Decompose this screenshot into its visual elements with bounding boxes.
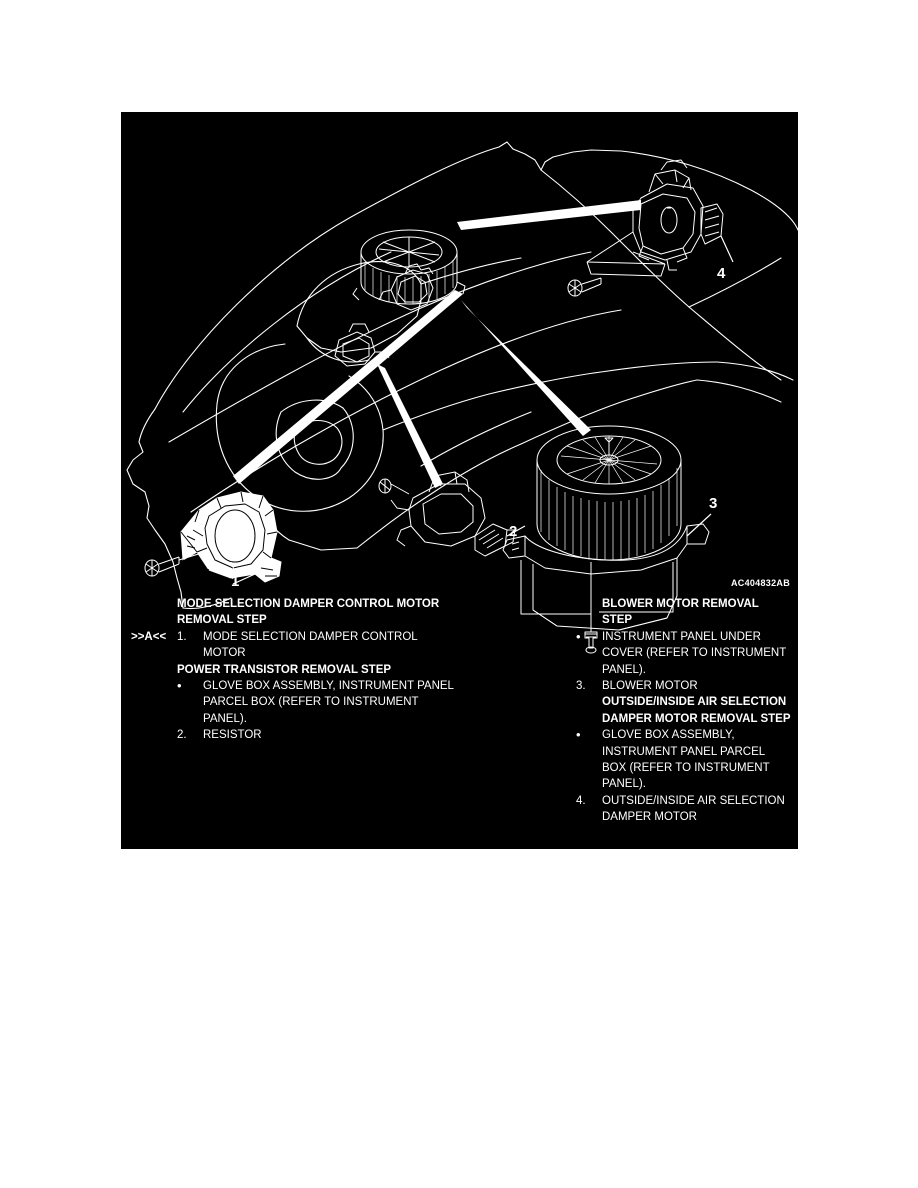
left-item-1: >>A<< 1. MODE SELECTION DAMPER CONTROL M… (131, 629, 461, 662)
right-item-3: • GLOVE BOX ASSEMBLY, INSTRUMENT PANEL P… (576, 727, 791, 793)
right-section-1-heading-row: BLOWER MOTOR REMOVAL STEP (576, 596, 791, 629)
left-item-2: • GLOVE BOX ASSEMBLY, INSTRUMENT PANEL P… (131, 678, 461, 727)
right-item-4-number: 4. (576, 794, 586, 807)
part-3-blower-motor (502, 425, 710, 654)
right-item-2: 3. BLOWER MOTOR (576, 678, 791, 694)
bullet-icon: • (576, 727, 581, 743)
left-item-1-number: 1. (177, 630, 187, 643)
left-section-heading-row: MODE SELECTION DAMPER CONTROL MOTOR REMO… (131, 596, 461, 629)
left-text-column: MODE SELECTION DAMPER CONTROL MOTOR REMO… (131, 596, 461, 744)
left-item-3-text: RESISTOR (203, 729, 262, 742)
left-item-3-number: 2. (177, 729, 187, 742)
callout-number-1: 1 (231, 573, 240, 590)
figure-part-code: AC404832AB (730, 578, 790, 588)
right-item-2-number: 3. (576, 680, 586, 693)
part-3-screw (584, 631, 598, 654)
figure-panel: 1 2 3 4 AC404832AB MODE SELECTION DAMPER… (121, 112, 798, 849)
instrument-panel-outline (126, 141, 798, 610)
callout-number-2: 2 (509, 523, 518, 540)
part-1-mode-selection-damper-control-motor (144, 491, 282, 583)
left-item-3: 2. RESISTOR (131, 727, 461, 743)
right-item-1: • INSTRUMENT PANEL UNDER COVER (REFER TO… (576, 629, 791, 678)
left-item-1-text: MODE SELECTION DAMPER CONTROL MOTOR (203, 630, 418, 660)
left-section-2-heading-row: POWER TRANSISTOR REMOVAL STEP (131, 662, 461, 678)
right-item-1-text: INSTRUMENT PANEL UNDER COVER (REFER TO I… (602, 630, 787, 676)
diagram-background (121, 112, 798, 849)
right-item-3-text: GLOVE BOX ASSEMBLY, INSTRUMENT PANEL PAR… (602, 729, 770, 791)
right-section-2-heading: OUTSIDE/INSIDE AIR SELECTION DAMPER MOTO… (602, 696, 791, 725)
bullet-icon: • (177, 678, 182, 694)
callout-number-pointers (232, 235, 734, 585)
part-4-screw (567, 277, 602, 297)
part-1-screw (144, 551, 206, 577)
installed-power-transistor (334, 323, 390, 367)
left-item-2-text: GLOVE BOX ASSEMBLY, INSTRUMENT PANEL PAR… (203, 680, 454, 725)
right-text-column: BLOWER MOTOR REMOVAL STEP • INSTRUMENT P… (576, 596, 791, 826)
part-4-outside-inside-air-selection-damper-motor (567, 159, 724, 297)
right-item-4: 4. OUTSIDE/INSIDE AIR SELECTION DAMPER M… (576, 793, 791, 826)
callout-number-4: 4 (717, 265, 726, 282)
right-item-4-text: OUTSIDE/INSIDE AIR SELECTION DAMPER MOTO… (602, 794, 785, 824)
right-section-2-heading-row: OUTSIDE/INSIDE AIR SELECTION DAMPER MOTO… (576, 694, 791, 727)
installed-blower-motor (352, 229, 466, 305)
left-section-1-heading: MODE SELECTION DAMPER CONTROL MOTOR REMO… (177, 598, 440, 627)
left-section-2-heading: POWER TRANSISTOR REMOVAL STEP (177, 663, 392, 676)
exploded-view-diagram (121, 112, 798, 849)
bullet-icon: • (576, 628, 581, 644)
installed-mode-selection-damper-motor (378, 263, 434, 311)
right-item-2-text: BLOWER MOTOR (602, 680, 698, 693)
reference-marker-a: >>A<< (131, 630, 167, 643)
callout-number-3: 3 (709, 495, 718, 512)
part-2-screw (378, 478, 410, 495)
right-section-1-heading: BLOWER MOTOR REMOVAL STEP (602, 598, 759, 627)
callout-leader-lines (233, 200, 641, 488)
